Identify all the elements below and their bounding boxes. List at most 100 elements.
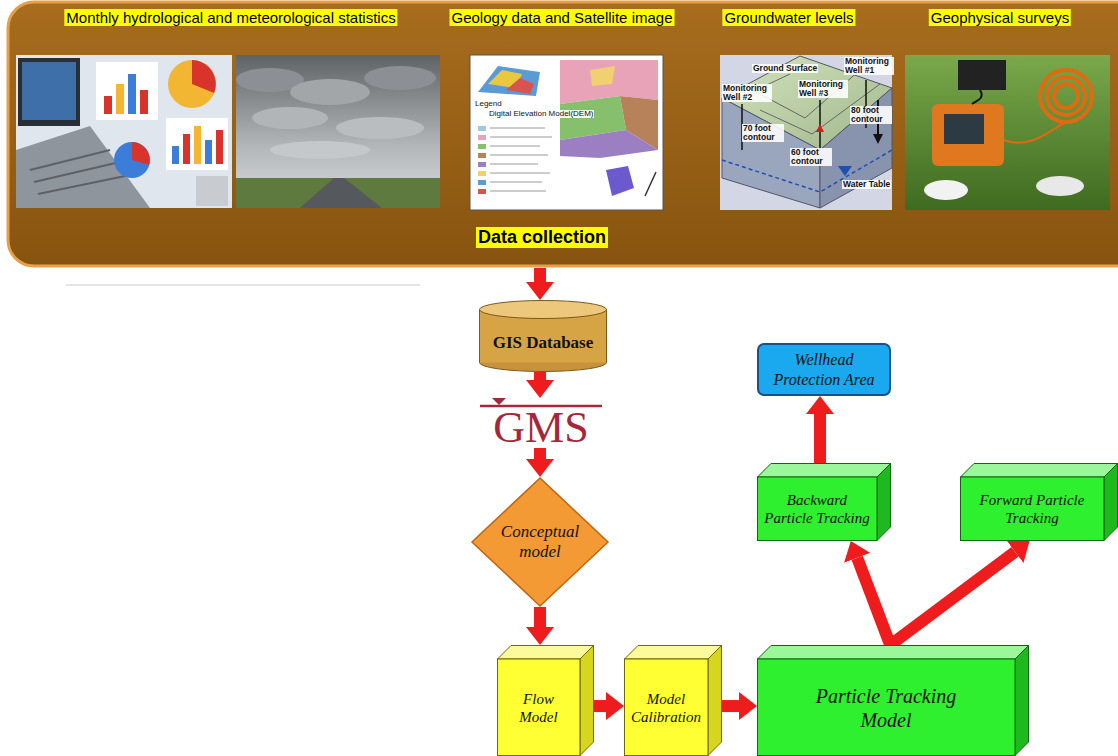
box-side bbox=[1104, 464, 1118, 541]
geology-map bbox=[560, 60, 658, 104]
statistics-photo bbox=[205, 140, 212, 164]
groundwater-figure bbox=[816, 124, 824, 132]
geology-map bbox=[490, 191, 546, 192]
groundwater-figure bbox=[720, 55, 892, 210]
box-fill bbox=[758, 344, 890, 395]
decision-diamond: Conceptual model bbox=[471, 477, 609, 607]
box-top bbox=[498, 646, 594, 660]
figure-label: Legend bbox=[474, 100, 503, 108]
statistics-photo bbox=[216, 130, 223, 164]
statistics-photo bbox=[104, 96, 112, 114]
box-side bbox=[708, 646, 722, 756]
sky-photo bbox=[252, 107, 328, 129]
geology-map bbox=[490, 173, 550, 174]
geophysics-photo bbox=[972, 90, 982, 104]
geology-map bbox=[490, 128, 545, 129]
statistics-photo bbox=[128, 74, 136, 114]
figure-label: 60 foot contour bbox=[790, 148, 832, 166]
box-side bbox=[1015, 646, 1029, 756]
flow-arrow bbox=[534, 607, 546, 627]
statistics-photo bbox=[196, 176, 228, 206]
logo-triangle bbox=[492, 398, 506, 405]
text-area: Wellhead Protection Area bbox=[757, 343, 891, 396]
data-collection-panel: Monthly hydrological and meteorological … bbox=[8, 0, 1118, 268]
text-area: Conceptual model bbox=[490, 512, 590, 572]
box-front bbox=[498, 659, 581, 756]
statistics-photo bbox=[16, 126, 150, 208]
cylinder-top bbox=[480, 301, 607, 319]
geophysics-photo bbox=[958, 60, 1006, 90]
geology-map bbox=[590, 66, 615, 86]
sky-photo bbox=[236, 55, 440, 208]
figure-label: Monitoring Well #2 bbox=[722, 84, 772, 102]
geophysics-photo bbox=[1047, 77, 1085, 115]
box-front bbox=[961, 477, 1105, 541]
geology-map bbox=[560, 130, 658, 158]
result-box: Wellhead Protection Area bbox=[757, 343, 891, 396]
statistics-photo bbox=[140, 90, 148, 114]
statistics-photo bbox=[114, 142, 150, 178]
node-label: Backward Particle Tracking bbox=[763, 491, 871, 527]
statistics-photo bbox=[172, 146, 179, 164]
text-area: Forward Particle Tracking bbox=[960, 477, 1104, 541]
box-side bbox=[580, 646, 594, 756]
groundwater-figure bbox=[838, 166, 852, 176]
geology-map bbox=[478, 189, 486, 194]
flow-arrow bbox=[534, 448, 546, 459]
flow-arrow bbox=[594, 700, 606, 712]
box-top bbox=[961, 464, 1118, 478]
statistics-photo bbox=[18, 58, 80, 126]
statistics-photo bbox=[168, 60, 216, 108]
statistics-photo bbox=[96, 62, 158, 120]
text-area: Model Calibration bbox=[624, 659, 708, 756]
flow-arrow bbox=[890, 552, 1015, 645]
result-box-outline bbox=[757, 343, 891, 396]
statistics-photo bbox=[194, 126, 201, 164]
flow-arrow bbox=[722, 700, 739, 712]
geophysics-photo bbox=[1040, 70, 1092, 122]
geophysics-photo bbox=[1004, 122, 1066, 143]
node-label: Flow Model bbox=[503, 690, 574, 726]
geophysics-photo bbox=[1054, 84, 1078, 108]
geology-map bbox=[490, 182, 542, 183]
geology-map bbox=[490, 146, 540, 147]
geology-map bbox=[506, 78, 534, 94]
geophysics-photo bbox=[905, 55, 1110, 210]
geophysics-photo bbox=[944, 114, 984, 144]
text-area: GMS bbox=[480, 408, 602, 448]
geology-map bbox=[478, 171, 486, 176]
cylinder-edge bbox=[606, 309, 607, 363]
diamond-fill bbox=[472, 478, 608, 606]
box-side bbox=[877, 464, 891, 541]
process-box: Model Calibration bbox=[624, 645, 722, 756]
geophysics-photo bbox=[905, 55, 1110, 210]
geology-map bbox=[478, 180, 486, 185]
flow-arrow bbox=[534, 268, 546, 282]
node-label: GMS bbox=[480, 408, 602, 448]
rule-line bbox=[66, 284, 420, 286]
source-heading: Groundwater levels bbox=[722, 9, 855, 26]
text-area: Backward Particle Tracking bbox=[757, 477, 877, 541]
process-box: Backward Particle Tracking bbox=[757, 463, 891, 541]
flow-arrow bbox=[534, 372, 546, 380]
process-box: Particle Tracking Model bbox=[757, 645, 1029, 756]
sky-photo bbox=[336, 117, 424, 139]
statistics-photo bbox=[166, 118, 228, 170]
sky-photo bbox=[236, 55, 440, 208]
figure-label: Water Table bbox=[842, 180, 891, 189]
geology-map bbox=[490, 155, 548, 156]
statistics-photo bbox=[183, 134, 190, 164]
geology-map bbox=[478, 135, 486, 140]
source-heading: Monthly hydrological and meteorological … bbox=[64, 9, 397, 26]
geology-map bbox=[470, 55, 663, 210]
geology-map bbox=[478, 162, 486, 167]
data-panel bbox=[8, 2, 1118, 266]
sky-photo bbox=[364, 66, 436, 90]
box-front bbox=[758, 659, 1016, 756]
process-box: Forward Particle Tracking bbox=[960, 463, 1118, 541]
geology-map bbox=[490, 164, 538, 165]
node-label: Model Calibration bbox=[630, 690, 702, 726]
figure-label: Monitoring Well #1 bbox=[844, 57, 894, 75]
source-heading: Geophysical surveys bbox=[929, 9, 1071, 26]
figure-label: 70 foot contour bbox=[742, 124, 784, 142]
